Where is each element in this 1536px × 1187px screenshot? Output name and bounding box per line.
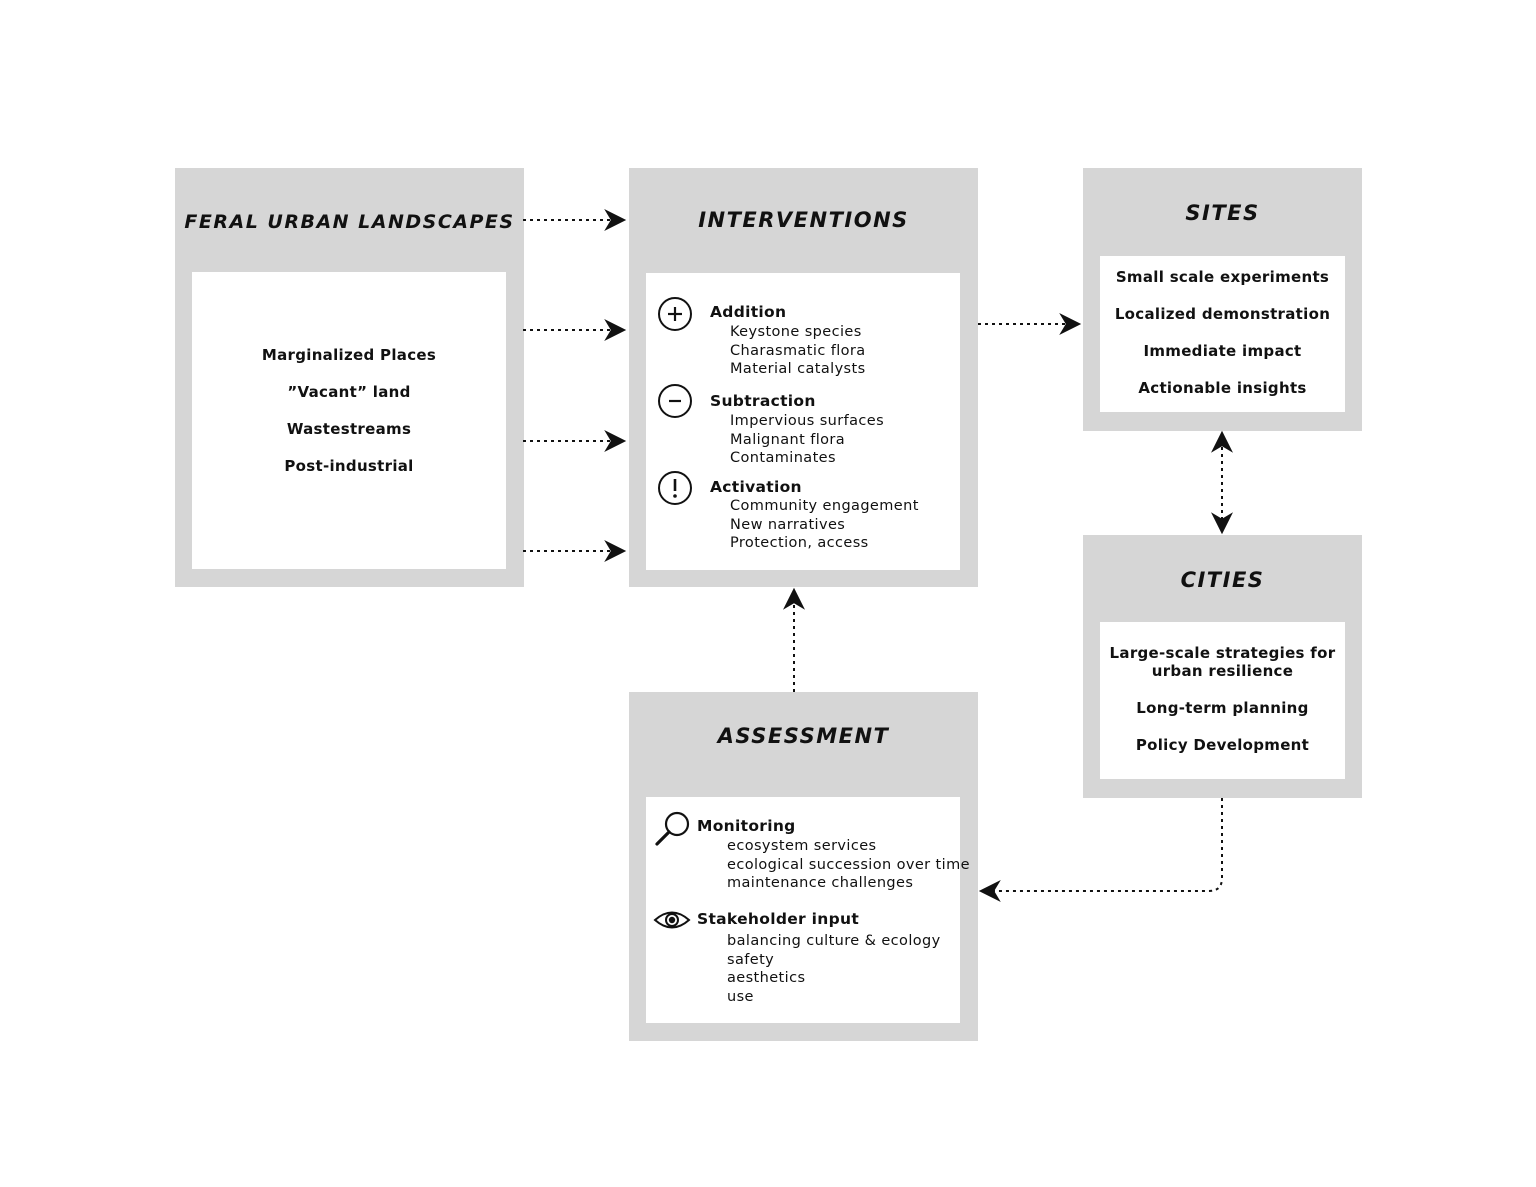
intervention-item: Protection, access — [730, 535, 869, 551]
assessment-item: ecosystem services — [727, 838, 877, 854]
cities-item: Policy Development — [1135, 736, 1310, 754]
cities-box: CITIES Large-scale strategies for urban … — [1083, 535, 1362, 798]
feral-item: Marginalized Places — [261, 346, 437, 364]
feral-urban-landscapes-box: FERAL URBAN LANDSCAPES Marginalized Plac… — [175, 168, 524, 587]
eye-icon — [653, 911, 691, 929]
assessment-group-label: Monitoring — [697, 817, 796, 835]
cities-panel: Large-scale strategies for urban resilie… — [1100, 622, 1345, 779]
interventions-box: INTERVENTIONS Addition Keystone species … — [629, 168, 978, 587]
cities-item: urban resilience — [1151, 662, 1294, 680]
cities-to-assessment-arrow — [978, 798, 1223, 902]
sites-box: SITES Small scale experiments Localized … — [1083, 168, 1362, 431]
assessment-item: use — [727, 988, 754, 1005]
sites-item: Actionable insights — [1138, 379, 1307, 397]
assessment-panel: Monitoring ecosystem services ecological… — [646, 797, 970, 1023]
feral-item: Post-industrial — [284, 457, 414, 475]
intervention-item: Community engagement — [730, 498, 919, 514]
feral-urban-landscapes-title: FERAL URBAN LANDSCAPES — [184, 211, 515, 233]
cities-item: Long-term planning — [1136, 699, 1309, 717]
assessment-item: ecological succession over time — [727, 856, 970, 873]
intervention-item: Impervious surfaces — [730, 413, 885, 429]
sites-panel: Small scale experiments Localized demons… — [1100, 256, 1345, 412]
assessment-item: balancing culture & ecology — [727, 933, 941, 949]
intervention-item: Charasmatic flora — [730, 342, 866, 359]
intervention-item: Material catalysts — [730, 361, 866, 377]
cities-item: Large-scale strategies for — [1109, 644, 1336, 662]
intervention-item: New narratives — [730, 516, 846, 533]
intervention-item: Keystone species — [730, 324, 862, 340]
assessment-group-label: Stakeholder input — [697, 910, 860, 928]
sites-item: Small scale experiments — [1115, 268, 1330, 286]
magnifier-icon — [655, 811, 690, 846]
sites-item: Immediate impact — [1143, 342, 1302, 360]
assessment-box: ASSESSMENT Monitoring ecosystem services… — [629, 692, 978, 1041]
intervention-group-label: Activation — [710, 478, 802, 496]
assessment-item: safety — [727, 951, 775, 968]
assessment-item: aesthetics — [727, 970, 806, 986]
intervention-group-label: Addition — [710, 303, 787, 321]
intervention-group-label: Subtraction — [710, 392, 816, 410]
feral-item: ”Vacant” land — [287, 383, 411, 401]
sites-title: SITES — [1185, 201, 1260, 225]
sites-item: Localized demonstration — [1114, 305, 1331, 323]
cities-title: CITIES — [1180, 568, 1265, 592]
minus-circle-icon — [658, 384, 692, 418]
assessment-title: ASSESSMENT — [717, 724, 890, 748]
feral-item: Wastestreams — [286, 420, 412, 438]
intervention-item: Contaminates — [730, 450, 836, 466]
interventions-panel: Addition Keystone species Charasmatic fl… — [646, 273, 960, 570]
plus-circle-icon — [658, 297, 692, 331]
interventions-title: INTERVENTIONS — [698, 208, 909, 232]
exclamation-circle-icon — [658, 471, 692, 505]
intervention-item: Malignant flora — [730, 431, 846, 448]
assessment-item: maintenance challenges — [727, 875, 914, 891]
feral-panel: Marginalized Places ”Vacant” land Wastes… — [192, 272, 506, 569]
